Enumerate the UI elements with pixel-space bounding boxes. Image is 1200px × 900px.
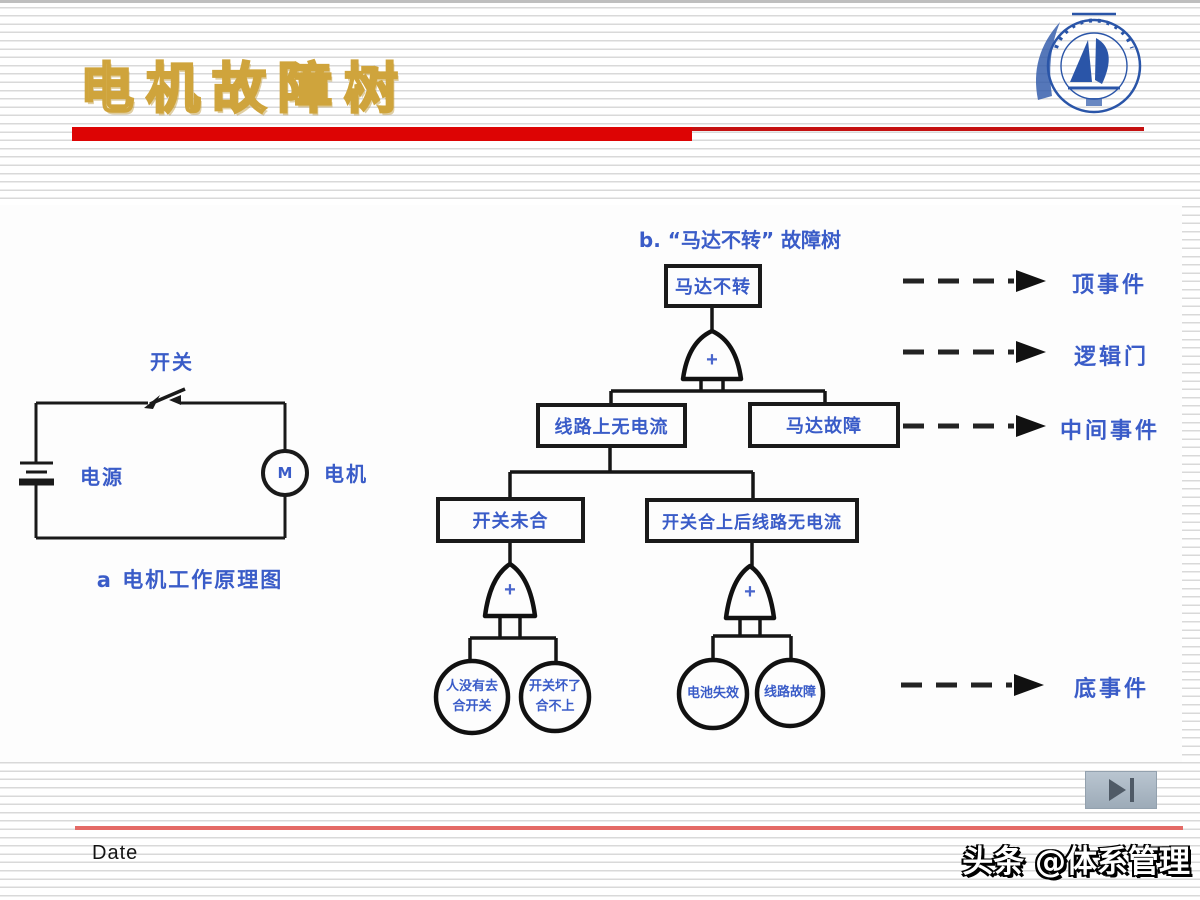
or-gate-1-symbol: + — [706, 348, 718, 371]
title-underline-bar — [72, 127, 692, 141]
play-triangle-icon — [1108, 779, 1126, 801]
mid-left-label: 线路上无电流 — [554, 416, 669, 438]
power-label: 电源 — [80, 465, 124, 489]
sub-right-label: 开关合上后线路无电流 — [662, 513, 842, 533]
basic-event-1-line2: 合开关 — [452, 699, 492, 714]
legend-logic-gate: 逻辑门 — [1074, 345, 1150, 370]
or-gate-2-symbol: + — [504, 578, 516, 601]
basic-event-2-label: 开关坏了 合不上 — [521, 663, 589, 731]
next-slide-button[interactable] — [1085, 771, 1157, 809]
legend-intermediate-event: 中间事件 — [1060, 419, 1161, 444]
switch-label: 开关 — [150, 350, 194, 374]
basic-event-2-line1: 开关坏了 — [528, 678, 581, 694]
date-placeholder: Date — [92, 842, 139, 864]
slide-content-panel — [0, 205, 1182, 762]
mid-right-label: 马达故障 — [786, 416, 862, 437]
sub-left-label: 开关未合 — [472, 511, 549, 532]
basic-event-2-line2: 合不上 — [535, 699, 575, 714]
top-divider — [0, 0, 1200, 3]
or-gate-3-symbol: + — [744, 580, 756, 603]
logo-ring-text — [1054, 18, 1134, 49]
basic-event-3-label: 电池失效 — [686, 685, 739, 701]
page-title: 电机故障树 — [79, 56, 410, 122]
motor-symbol: M — [277, 464, 293, 482]
top-event-label: 马达不转 — [675, 277, 751, 298]
logo-sail-right — [1095, 38, 1109, 84]
university-logo — [1035, 12, 1142, 114]
basic-event-1-line1: 人没有去 — [445, 678, 498, 694]
circuit-caption: a 电机工作原理图 — [96, 568, 284, 592]
basic-event-4-label: 线路故障 — [763, 684, 816, 700]
motor-label: 电机 — [324, 462, 368, 486]
footer-divider — [75, 826, 1183, 830]
legend-basic-event: 底事件 — [1074, 677, 1150, 702]
logo-sail-left — [1070, 40, 1092, 82]
basic-event-1-label: 人没有去 合开关 — [436, 661, 508, 733]
fault-tree-title: b. “马达不转” 故障树 — [638, 228, 842, 252]
skip-bar-icon — [1129, 778, 1134, 802]
logo-bottom-mark — [1086, 98, 1102, 106]
watermark: 头条 @体系管理 — [962, 844, 1190, 880]
legend-top-event: 顶事件 — [1072, 273, 1148, 298]
logo-outer-ring — [1046, 18, 1142, 114]
